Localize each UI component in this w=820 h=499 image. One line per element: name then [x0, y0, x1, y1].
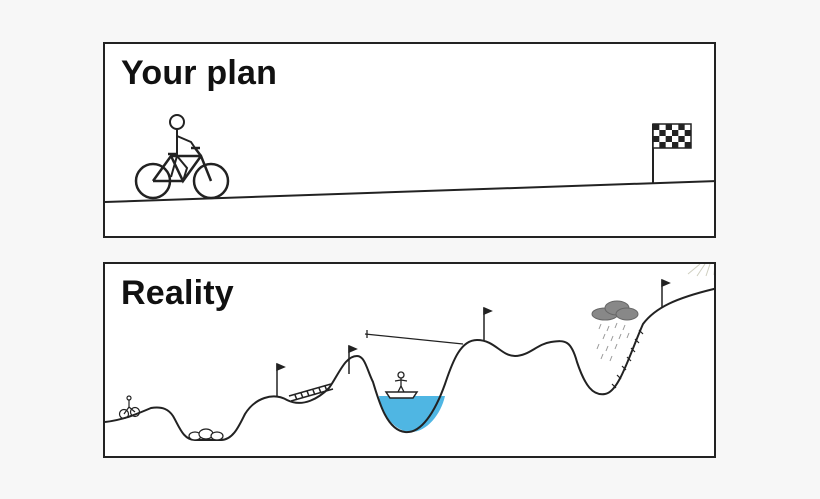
cloud-icon: [591, 300, 639, 321]
water-icon: [379, 396, 445, 432]
plan-illustration: [105, 114, 714, 203]
panel-title-plan: Your plan: [121, 54, 278, 92]
bicycle-icon: [134, 146, 230, 200]
ladder-icon: [611, 329, 644, 389]
stick-figure-icon: [394, 371, 408, 393]
flag-icon: [483, 306, 493, 340]
flag-icon: [661, 278, 671, 308]
stick-figure-icon: [169, 114, 196, 182]
bridge-icon: [288, 383, 334, 402]
rock-icon: [188, 428, 224, 441]
rain-icon: [596, 322, 630, 362]
panel-title-reality: Reality: [121, 274, 234, 312]
flag-icon: [276, 362, 286, 396]
panel-your-plan: Your plan: [103, 42, 716, 238]
flag-icon: [348, 344, 358, 374]
rope-icon: [364, 330, 464, 345]
raft-icon: [384, 391, 419, 399]
panel-reality: Reality: [103, 262, 716, 458]
bicycle-icon: [118, 395, 141, 420]
checkered-flag-icon: [652, 123, 692, 184]
sun-icon: [687, 264, 714, 277]
reality-illustration: [105, 264, 714, 441]
